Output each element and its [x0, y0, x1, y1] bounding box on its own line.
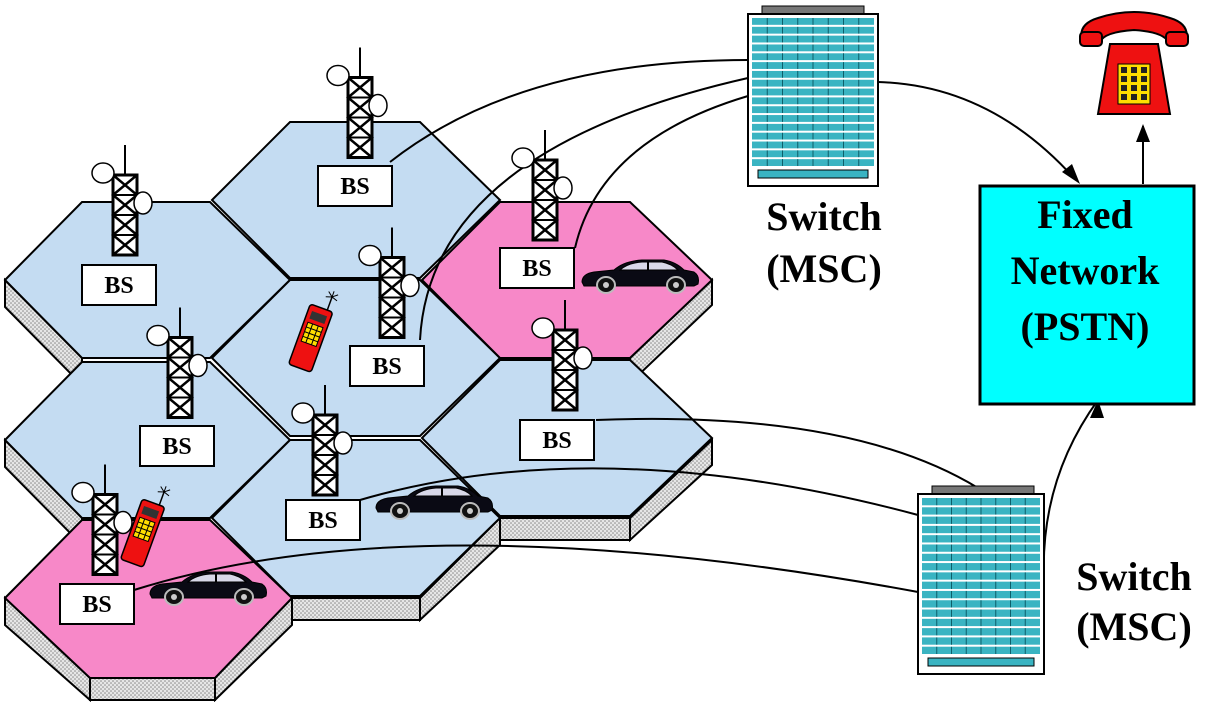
bs-label: BS: [104, 273, 133, 299]
fixed-network-line3: (PSTN): [1021, 304, 1150, 349]
base-station: BS: [285, 499, 361, 541]
base-station: BS: [349, 345, 425, 387]
cell-bottom-left: [3, 519, 294, 679]
base-station: BS: [317, 165, 393, 207]
switch-bottom-label-line1: Switch: [1076, 554, 1192, 599]
base-station: BS: [81, 264, 157, 306]
bs-label: BS: [308, 508, 337, 534]
building-windows: [922, 498, 1040, 667]
bs-label: BS: [340, 174, 369, 200]
switch-top-label-line1: Switch: [766, 194, 882, 239]
building-entrance: [927, 657, 1035, 667]
building-top-switch: [747, 5, 879, 187]
connection-lines: [133, 59, 1144, 593]
fixed-network-line2: Network: [1011, 248, 1161, 293]
base-station: BS: [519, 419, 595, 461]
fixed-network-box: Fixed Network (PSTN): [978, 184, 1196, 406]
bs-label: BS: [82, 592, 111, 618]
bs-label: BS: [522, 256, 551, 282]
base-station-labels: BS BS BS BS BS BS BS BS: [59, 165, 595, 625]
fixed-network-line1: Fixed: [1037, 192, 1133, 237]
base-station: BS: [499, 247, 575, 289]
building-windows: [752, 18, 874, 179]
building-entrance: [757, 169, 869, 179]
bs-label: BS: [162, 434, 191, 460]
bs-label: BS: [372, 354, 401, 380]
base-station: BS: [59, 583, 135, 625]
arrow-from-bottom-switch-icon: [1090, 400, 1104, 418]
telephone-icon: [1079, 11, 1189, 115]
base-station: BS: [139, 425, 215, 467]
arrow-heads: [1062, 124, 1150, 418]
switch-top-label-line2: (MSC): [766, 246, 882, 291]
arrow-to-telephone-icon: [1136, 124, 1150, 142]
bs-label: BS: [542, 428, 571, 454]
arrow-to-network-icon: [1062, 164, 1080, 184]
building-bottom-switch: [917, 485, 1045, 675]
switch-bottom-label-line2: (MSC): [1076, 604, 1192, 649]
